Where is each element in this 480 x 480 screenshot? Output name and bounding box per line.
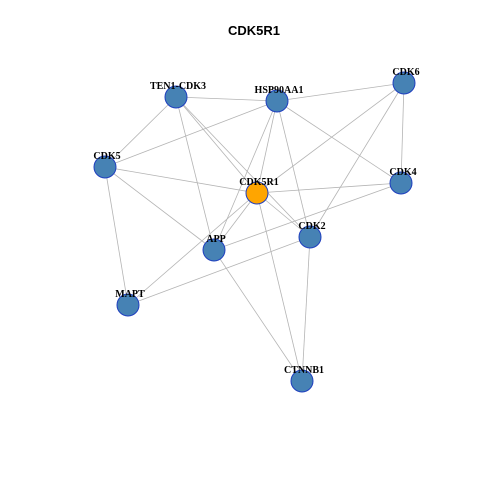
edge-hsp90aa1-to-cdk2 bbox=[276, 100, 311, 238]
edge-hsp90aa1-to-cdk5r1 bbox=[256, 100, 278, 194]
edge-cdk5r1-to-cdk4 bbox=[256, 182, 402, 194]
node-cdk6: CDK6 bbox=[392, 67, 420, 95]
node-ten1-cdk3: TEN1-CDK3 bbox=[150, 81, 206, 109]
node-hsp90aa1: HSP90AA1 bbox=[255, 85, 304, 113]
node-circle-cdk6 bbox=[392, 71, 416, 95]
node-label-cdk5: CDK5 bbox=[93, 151, 120, 162]
node-label-mapt: MAPT bbox=[115, 289, 145, 300]
edge-ten1-cdk3-to-cdk5r1 bbox=[175, 96, 258, 194]
node-circle-cdk5r1 bbox=[245, 181, 269, 205]
edges-layer bbox=[104, 82, 405, 382]
node-ctnnb1: CTNNB1 bbox=[284, 365, 324, 393]
node-circle-cdk2 bbox=[298, 225, 322, 249]
edge-cdk2-to-ctnnb1 bbox=[301, 236, 311, 382]
node-circle-ten1-cdk3 bbox=[164, 85, 188, 109]
node-label-app: APP bbox=[206, 234, 225, 245]
node-mapt: MAPT bbox=[115, 289, 145, 317]
node-label-cdk5r1: CDK5R1 bbox=[239, 177, 278, 188]
node-label-cdk2: CDK2 bbox=[298, 221, 325, 232]
nodes-layer: CDK5R1 TEN1-CDK3 HSP90AA1 CDK6CDK5CDK4CDK2A… bbox=[93, 67, 420, 393]
node-circle-ctnnb1 bbox=[290, 369, 314, 393]
edge-hsp90aa1-to-app bbox=[213, 100, 278, 251]
node-app: APP bbox=[202, 234, 226, 262]
node-cdk4: CDK4 bbox=[389, 167, 417, 195]
node-label-ctnnb1: CTNNB1 bbox=[284, 365, 324, 376]
node-label-ten1-cdk3: TEN1-CDK3 bbox=[150, 81, 206, 92]
node-label-hsp90aa1: HSP90AA1 bbox=[255, 85, 304, 96]
node-circle-cdk5 bbox=[93, 155, 117, 179]
edge-cdk5-to-mapt bbox=[104, 166, 129, 306]
edge-cdk5r1-to-ctnnb1 bbox=[256, 192, 303, 382]
edge-cdk5r1-to-app bbox=[213, 192, 258, 251]
edge-hsp90aa1-to-cdk5 bbox=[104, 100, 278, 168]
node-label-cdk6: CDK6 bbox=[392, 67, 419, 78]
edge-cdk4-to-app bbox=[213, 182, 402, 251]
edge-cdk5r1-to-mapt bbox=[127, 192, 258, 306]
edge-hsp90aa1-to-cdk4 bbox=[276, 100, 402, 184]
node-circle-cdk4 bbox=[389, 171, 413, 195]
graph-title: CDK5R1 bbox=[228, 23, 280, 38]
edge-ten1-cdk3-to-hsp90aa1 bbox=[175, 96, 278, 102]
edge-cdk6-to-cdk4 bbox=[400, 82, 405, 184]
node-circle-mapt bbox=[116, 293, 140, 317]
edge-cdk5-to-app bbox=[104, 166, 215, 251]
edge-cdk6-to-cdk2 bbox=[309, 82, 405, 238]
node-label-cdk4: CDK4 bbox=[389, 167, 416, 178]
node-cdk2: CDK2 bbox=[298, 221, 326, 249]
edge-cdk2-to-mapt bbox=[127, 236, 311, 306]
edge-app-to-ctnnb1 bbox=[213, 249, 303, 382]
node-cdk5r1: CDK5R1 bbox=[239, 177, 279, 205]
node-circle-hsp90aa1 bbox=[265, 89, 289, 113]
edge-cdk5-to-cdk5r1 bbox=[104, 166, 258, 194]
edge-ten1-cdk3-to-cdk2 bbox=[175, 96, 311, 238]
edge-hsp90aa1-to-cdk6 bbox=[276, 82, 405, 102]
node-cdk5: CDK5 bbox=[93, 151, 121, 179]
node-circle-app bbox=[202, 238, 226, 262]
edge-ten1-cdk3-to-cdk5 bbox=[104, 96, 177, 168]
edge-cdk6-to-cdk5r1 bbox=[256, 82, 405, 194]
edge-ten1-cdk3-to-app bbox=[175, 96, 215, 251]
